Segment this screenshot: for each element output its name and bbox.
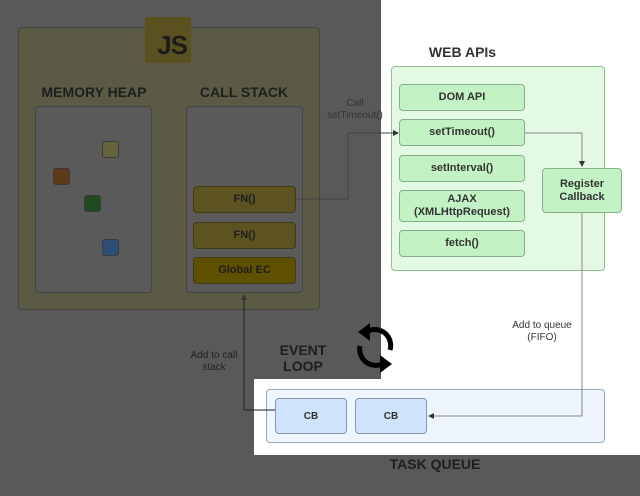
heap-object <box>102 239 119 256</box>
task-queue-item: CB <box>355 398 427 434</box>
arrow-settimeout-to-register <box>525 132 585 167</box>
add-to-queue-label: Add to queue (FIFO) <box>512 320 572 343</box>
web-api-settimeout: setTimeout() <box>399 119 525 146</box>
heap-object <box>53 168 70 185</box>
memory-heap-title: MEMORY HEAP <box>41 84 147 100</box>
web-api-fetch: fetch() <box>399 230 525 257</box>
event-loop-title: EVENT LOOP <box>279 342 327 374</box>
web-api-setinterval: setInterval() <box>399 155 525 182</box>
heap-object <box>84 195 101 212</box>
call-stack-frame: FN() <box>193 222 296 249</box>
web-api-dom: DOM API <box>399 84 525 111</box>
register-callback-box: Register Callback <box>542 168 622 213</box>
call-stack-global-ec: Global EC <box>193 257 296 284</box>
web-api-ajax: AJAX (XMLHttpRequest) <box>399 190 525 222</box>
call-stack-title: CALL STACK <box>199 84 289 100</box>
add-to-call-stack-label: Add to call stack <box>190 350 238 373</box>
arrow-fn-to-settimeout <box>296 130 399 200</box>
task-queue-item: CB <box>275 398 347 434</box>
arrow-queue-to-callstack <box>241 294 275 411</box>
js-logo: JS <box>145 17 191 63</box>
web-apis-title: WEB APIs <box>428 44 497 60</box>
call-stack-frame: FN() <box>193 186 296 213</box>
refresh-cycle-icon <box>357 323 394 373</box>
js-logo-text: JS <box>157 30 188 60</box>
task-queue-title: TASK QUEUE <box>389 456 481 472</box>
call-settimeout-label: Call setTimeout() <box>327 98 383 121</box>
arrow-register-to-queue <box>428 213 583 419</box>
heap-object <box>102 141 119 158</box>
